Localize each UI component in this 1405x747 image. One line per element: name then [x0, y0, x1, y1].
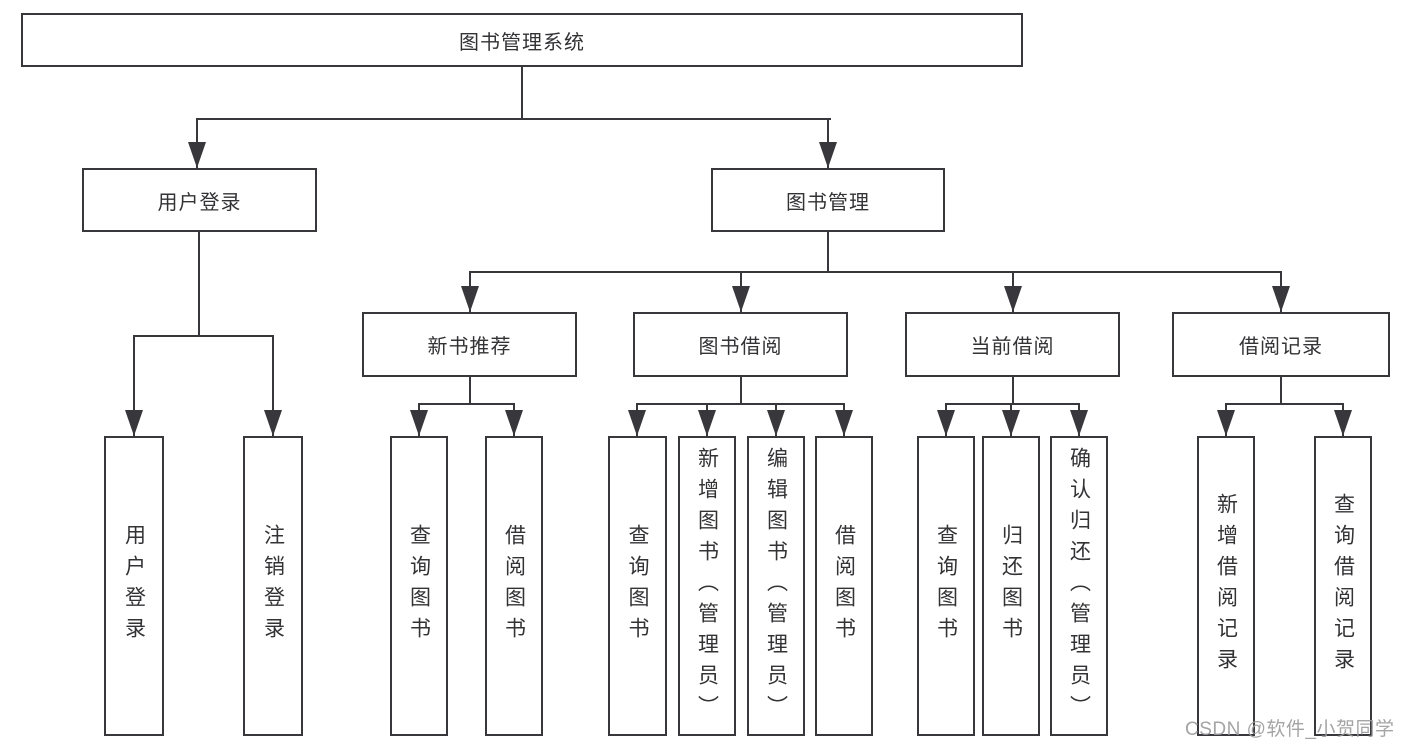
arrowhead-down — [698, 410, 716, 436]
arrowhead-down — [1334, 410, 1352, 436]
node-book-borrowing: 图书借阅 — [633, 312, 848, 377]
connector-vline — [469, 377, 471, 405]
connector-hline — [1225, 403, 1343, 405]
arrowhead-down — [937, 410, 955, 436]
arrowhead-down — [1002, 410, 1020, 436]
connector-vline — [272, 335, 274, 436]
arrowhead-down — [732, 286, 750, 312]
arrowhead-down — [1272, 286, 1290, 312]
arrowhead-down — [1217, 410, 1235, 436]
arrowhead-down — [1004, 286, 1022, 312]
node-current-borrowing: 当前借阅 — [905, 312, 1120, 377]
leaf-logout: 注销登录 — [243, 436, 303, 736]
node-root-library-system: 图书管理系统 — [21, 13, 1023, 67]
arrowhead-down — [819, 142, 837, 168]
leaf-add-borrow-record: 新增借阅记录 — [1197, 436, 1255, 736]
node-new-book-recommend: 新书推荐 — [362, 312, 577, 377]
node-user-login: 用户登录 — [82, 168, 317, 232]
arrowhead-down — [125, 410, 143, 436]
leaf-query-books-current: 查询图书 — [917, 436, 975, 736]
connector-vline — [133, 335, 135, 436]
arrowhead-down — [835, 410, 853, 436]
connector-vline — [521, 67, 523, 119]
leaf-edit-books-admin: 编辑图书（管理员） — [747, 436, 805, 736]
connector-hline — [636, 403, 844, 405]
connector-vline — [1280, 377, 1282, 405]
leaf-confirm-return-admin: 确认归还（管理员） — [1050, 436, 1108, 736]
node-label: 当前借阅 — [970, 336, 1055, 358]
leaf-query-books-recommend: 查询图书 — [390, 436, 448, 736]
arrowhead-down — [188, 142, 206, 168]
node-borrowing-records: 借阅记录 — [1172, 312, 1390, 377]
node-label: 借阅记录 — [1239, 336, 1323, 358]
connector-hline — [945, 403, 1079, 405]
node-label: 图书管理 — [786, 191, 870, 214]
connector-hline — [418, 403, 515, 405]
leaf-query-borrow-record: 查询借阅记录 — [1314, 436, 1372, 736]
connector-hline — [133, 335, 274, 337]
leaf-return-books: 归还图书 — [982, 436, 1040, 736]
arrowhead-down — [505, 410, 523, 436]
arrowhead-down — [1070, 410, 1088, 436]
connector-hline — [196, 118, 831, 120]
connector-vline — [827, 232, 829, 273]
arrowhead-down — [767, 410, 785, 436]
node-label: 图书管理系统 — [459, 31, 585, 54]
connector-hline — [469, 271, 1281, 273]
connector-vline — [198, 232, 200, 337]
arrowhead-down — [264, 410, 282, 436]
leaf-borrow-books: 借阅图书 — [815, 436, 873, 736]
leaf-borrow-books-recommend: 借阅图书 — [485, 436, 543, 736]
connector-vline — [1012, 377, 1014, 405]
leaf-user-login: 用户登录 — [104, 436, 164, 736]
node-label: 新书推荐 — [427, 336, 512, 358]
arrowhead-down — [410, 410, 428, 436]
csdn-watermark: CSDN @软件_小贺同学 — [1185, 719, 1395, 740]
connector-vline — [740, 377, 742, 405]
node-label: 图书借阅 — [698, 336, 783, 358]
arrowhead-down — [628, 410, 646, 436]
leaf-add-books-admin: 新增图书（管理员） — [678, 436, 736, 736]
leaf-query-books-borrowing: 查询图书 — [608, 436, 667, 736]
arrowhead-down — [461, 286, 479, 312]
node-label: 用户登录 — [157, 191, 242, 214]
node-book-management: 图书管理 — [711, 168, 945, 232]
